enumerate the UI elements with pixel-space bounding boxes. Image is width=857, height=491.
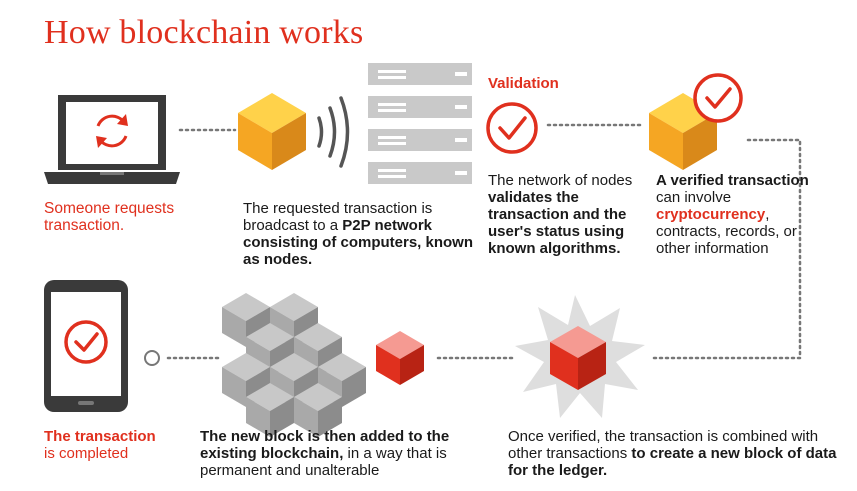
caption-added-text: in a way that is permanent and unalterab… bbox=[200, 445, 447, 479]
blockchain-cubes-icon bbox=[222, 293, 366, 437]
new-block-cube bbox=[376, 331, 424, 385]
caption-validation: The network of nodes validates the trans… bbox=[488, 172, 638, 257]
page-title: How blockchain works bbox=[44, 14, 364, 51]
caption-completed: The transaction is completed bbox=[44, 428, 194, 462]
starburst-block-icon bbox=[515, 295, 645, 418]
server-stack-icon bbox=[368, 63, 472, 184]
connector-node bbox=[144, 350, 160, 366]
caption-combined: Once verified, the transaction is combin… bbox=[508, 428, 843, 479]
caption-verified-bold: A verified transaction bbox=[656, 172, 809, 189]
caption-validation-text: The network of nodes bbox=[488, 172, 633, 189]
cube-icon bbox=[238, 93, 306, 170]
caption-request: Someone requests transaction. bbox=[44, 200, 175, 234]
validation-label: Validation bbox=[488, 75, 559, 92]
caption-verified-text-2: , contracts, records, or other informati… bbox=[656, 206, 797, 257]
caption-validation-bold: validates the transaction and the user's… bbox=[488, 189, 627, 257]
caption-broadcast: The requested transaction is broadcast t… bbox=[243, 200, 483, 268]
caption-verified-text: can involve bbox=[656, 189, 732, 206]
refresh-icon bbox=[96, 114, 128, 148]
checkmark-circle-icon bbox=[486, 102, 538, 154]
verified-cube-icon bbox=[649, 73, 743, 170]
caption-added: The new block is then added to the exist… bbox=[200, 428, 490, 479]
caption-verified-highlight: cryptocurrency bbox=[656, 206, 766, 223]
caption-broadcast-bold: P2P network consisting of computers, kno… bbox=[243, 217, 474, 268]
caption-combined-text: Once verified, the transaction is combin… bbox=[508, 428, 819, 462]
broadcast-waves-icon bbox=[317, 96, 350, 168]
phone-icon bbox=[44, 280, 128, 412]
laptop-icon bbox=[44, 95, 180, 184]
caption-combined-bold: to create a new block of data for the le… bbox=[508, 445, 837, 479]
caption-completed-bold: The transaction bbox=[44, 428, 156, 445]
caption-verified: A verified transaction can involve crypt… bbox=[656, 172, 816, 257]
caption-added-bold: The new block is then added to the exist… bbox=[200, 428, 450, 462]
flow-connectors bbox=[166, 123, 802, 360]
caption-broadcast-text: The requested transaction is broadcast t… bbox=[243, 200, 433, 234]
caption-completed-text: is completed bbox=[44, 445, 129, 462]
